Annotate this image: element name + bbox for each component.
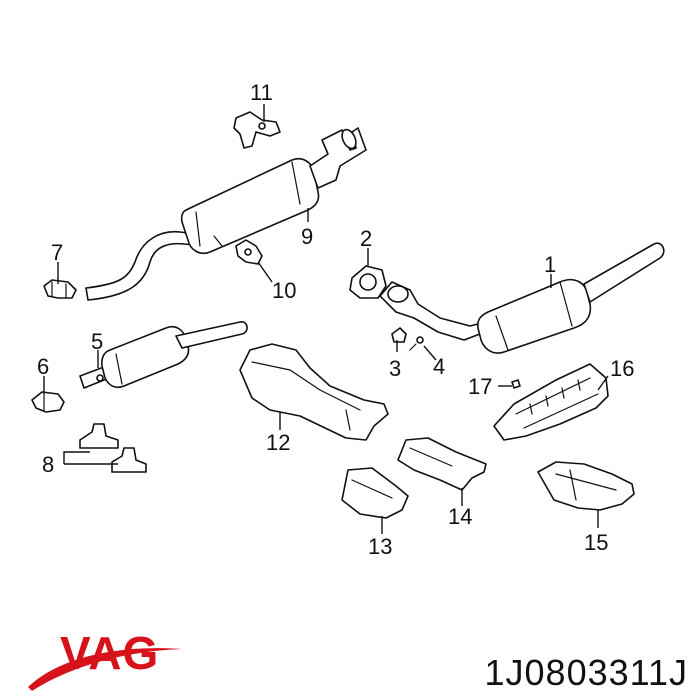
pipe-clamp-7	[43, 279, 77, 299]
callout-4: 4	[433, 354, 445, 379]
callout-2: 2	[360, 226, 372, 251]
callout-13: 13	[368, 534, 392, 559]
rubber-mount-10	[235, 239, 263, 265]
callout-16: 16	[610, 356, 634, 381]
callout-5: 5	[91, 329, 103, 354]
heat-shield-13	[341, 467, 409, 519]
callout-17: 17	[468, 374, 492, 399]
flange-nut-3	[391, 327, 407, 343]
heat-shield-15	[537, 461, 635, 511]
pipe-clamp-6	[31, 391, 65, 413]
part-number: 1J0803311J	[484, 652, 688, 693]
heat-shield-16	[493, 363, 609, 441]
callout-3: 3	[389, 356, 401, 381]
center-muffler	[79, 321, 248, 389]
callout-6: 6	[37, 354, 49, 379]
vag-logo: VAG	[28, 627, 182, 691]
rear-muffler	[85, 127, 367, 301]
callout-7: 7	[51, 240, 63, 265]
mounting-brackets-8	[79, 423, 147, 473]
bolt-4	[409, 336, 424, 351]
callout-10: 10	[272, 278, 296, 303]
hanger-bracket-11	[233, 111, 281, 149]
callout-labels: 1 2 3 4 5 6 7 8 9 10 11 12 13 14 15 16 1…	[37, 80, 634, 559]
screw-17	[511, 379, 521, 389]
callout-1: 1	[544, 252, 556, 277]
callout-9: 9	[301, 224, 313, 249]
callout-14: 14	[448, 504, 472, 529]
logo-swoosh	[28, 648, 182, 691]
catalytic-converter	[379, 242, 665, 354]
callout-11: 11	[250, 80, 273, 105]
callout-15: 15	[584, 530, 608, 555]
callout-8: 8	[42, 452, 54, 477]
flange-gasket	[349, 265, 387, 299]
leader-lines	[43, 104, 609, 534]
callout-12: 12	[266, 430, 290, 455]
heat-shield-12	[239, 343, 389, 441]
brand-name: VAG	[60, 627, 159, 679]
heat-shield-14	[397, 437, 487, 491]
